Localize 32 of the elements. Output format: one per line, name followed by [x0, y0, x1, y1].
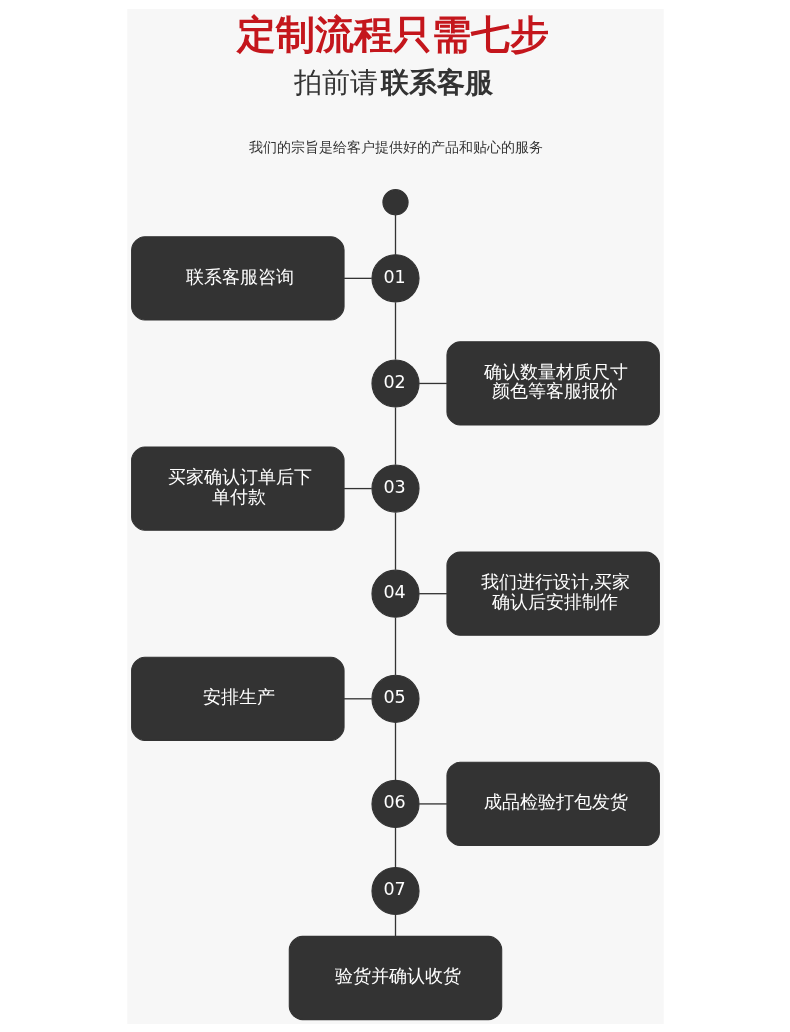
connector: [418, 592, 448, 594]
node-circle: 07: [370, 866, 420, 915]
node-circle: 03: [370, 464, 420, 513]
node-circle: 05: [370, 674, 420, 723]
node-box: 确认数量材质尺寸颜色等客服报价: [445, 340, 660, 426]
connector: [394, 721, 396, 781]
node-box: 联系客服咨询: [130, 235, 345, 320]
connector: [418, 382, 448, 384]
connector: [418, 802, 448, 805]
node-circle: 01: [370, 253, 420, 302]
connector: [342, 277, 372, 279]
node-box: 成品检验打包发货: [445, 761, 660, 846]
node-box: 安排生产: [130, 656, 345, 741]
node-box: 买家确认订单后下单付款: [130, 445, 345, 531]
node-circle: 06: [370, 779, 420, 828]
connector: [394, 406, 396, 465]
node-circle: 04: [370, 569, 420, 618]
connector: [394, 826, 396, 868]
label: 拍前请联系客服: [293, 65, 493, 99]
label: 我们的宗旨是给客户提供好的产品和贴心的服务: [248, 138, 543, 155]
node-circle: [381, 188, 409, 215]
node-circle: 02: [370, 358, 420, 408]
connector: [342, 487, 372, 489]
connector: [394, 511, 396, 570]
connector: [342, 697, 372, 699]
connector: [394, 616, 396, 676]
node-box: 我们进行设计,买家确认后安排制作: [445, 551, 660, 636]
node-box: 验货并确认收货: [288, 935, 502, 1020]
connector: [394, 301, 396, 360]
connector: [394, 213, 396, 255]
connector: [394, 913, 396, 937]
diagram-title: 定制流程只需七步: [236, 10, 549, 57]
